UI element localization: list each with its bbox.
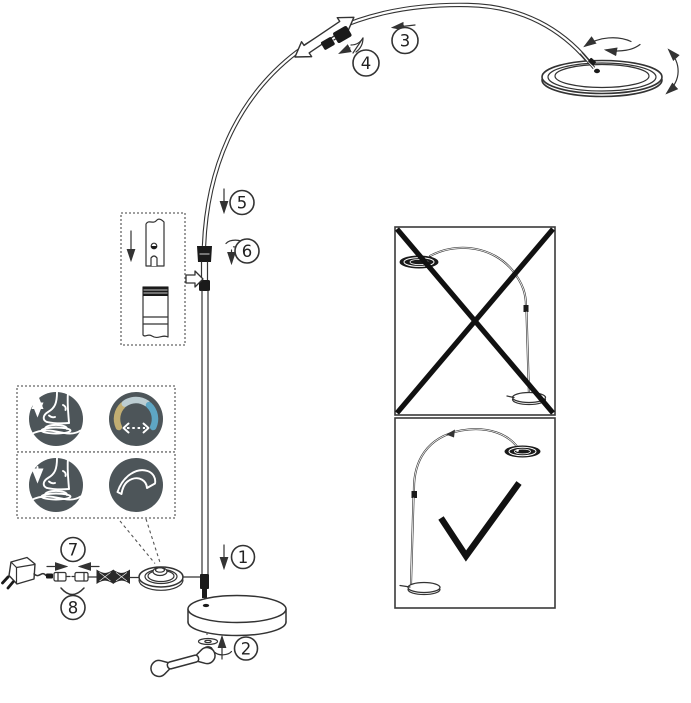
- inset-lower-tube: [142, 286, 169, 339]
- wrench: [150, 646, 216, 678]
- mini-lamp-correct: [399, 428, 541, 596]
- pedal-functions-panel: [16, 385, 176, 519]
- rotate-head-arrow-icon: [583, 36, 641, 57]
- power-adapter-plug: [1, 556, 47, 590]
- washer: [197, 637, 219, 646]
- step6-number: 6: [242, 242, 253, 261]
- step1-number: 1: [238, 548, 249, 567]
- lamp-head: [541, 51, 663, 98]
- callout-step-4: 4: [352, 49, 380, 77]
- incorrect-usage-box: [394, 226, 556, 416]
- callout-step-3: 3: [391, 26, 419, 55]
- foot-press-icon: [29, 457, 83, 512]
- panel-leader-line-1: [119, 520, 156, 564]
- step8-number: 8: [68, 599, 79, 618]
- callout-step-8: 8: [60, 594, 86, 621]
- callout-step-5: 5: [229, 189, 255, 216]
- inset-slot-notch: [150, 255, 158, 267]
- step3-number: 3: [400, 32, 411, 51]
- inset-pointer-arrow: [185, 270, 204, 288]
- foot-switch: [138, 566, 184, 591]
- base-plate: [187, 594, 287, 637]
- pole-joint-inset: [120, 212, 204, 346]
- upper-pole-connector: [197, 246, 212, 291]
- step7-number: 7: [68, 541, 79, 560]
- tilt-head-arrow-icon: [665, 48, 680, 95]
- step2-twist-icon: [214, 650, 233, 656]
- callout-step-7: 7: [60, 536, 86, 563]
- step3-direction-arrow: [390, 21, 416, 31]
- callout-step-1: 1: [230, 544, 256, 570]
- callout-step-6: 6: [234, 238, 260, 264]
- screw-rotate-icon-step4: [338, 37, 364, 54]
- arc-direction-arrowhead: [446, 429, 455, 438]
- step2-number: 2: [241, 640, 252, 659]
- head-joint: [588, 57, 596, 66]
- cable-connectors: [46, 571, 99, 582]
- arc-extension-joint: [320, 26, 352, 50]
- lower-pole: [201, 290, 209, 575]
- main-lamp-diagram: 3 4: [1, 2, 680, 678]
- brightness-arc-icon: [109, 458, 163, 512]
- foot-press-hold-icon: [29, 391, 83, 446]
- x-mark-stroke: [395, 227, 555, 415]
- lamp-arc-tube-inner: [202, 3, 589, 247]
- plug-prong: [1, 575, 10, 585]
- cord-wrap: [96, 569, 114, 584]
- step4-number: 4: [361, 54, 372, 73]
- check-mark: [438, 481, 522, 562]
- extend-slide-arrow-icon: [294, 16, 355, 58]
- callout-step-2: 2: [233, 636, 259, 661]
- cord-wrap: [113, 569, 130, 584]
- inset-upper-tube: [145, 218, 165, 267]
- panel-leader-line-2: [145, 518, 161, 563]
- color-temperature-icon: [109, 392, 163, 446]
- correct-usage-box: [394, 417, 556, 609]
- plug-prong: [6, 580, 15, 590]
- base-mount-hole: [202, 603, 210, 608]
- step8-brace: [60, 587, 85, 596]
- step5-number: 5: [237, 194, 248, 213]
